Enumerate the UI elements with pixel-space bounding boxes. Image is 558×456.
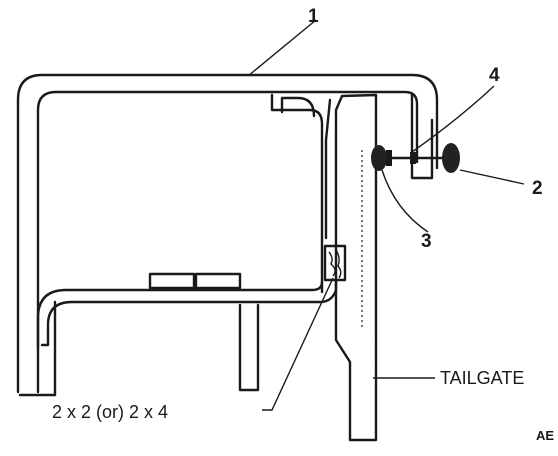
frame-outer-tube [16, 73, 439, 397]
callout-2: 2 [532, 178, 543, 199]
callout-1: 1 [308, 6, 319, 27]
tailgate-label: TAILGATE [440, 368, 524, 388]
frame-right-foot [410, 93, 434, 180]
leader-line-4 [411, 85, 495, 153]
leader-line-1 [247, 19, 317, 77]
inner-bracket-inner [280, 96, 316, 118]
floor-board-left [148, 272, 196, 290]
leader-line-3 [381, 169, 429, 233]
frame-leg-center [238, 303, 260, 392]
figure-code: AE [536, 428, 554, 443]
frame-bottom-tube [36, 278, 338, 350]
callout-3: 3 [421, 231, 432, 252]
tailgate-panel [334, 93, 378, 442]
leader-line-2 [459, 169, 525, 185]
rod-spacer [410, 152, 416, 164]
clamp-knob-right-icon [442, 143, 460, 173]
board-label: 2 x 2 (or) 2 x 4 [52, 402, 168, 422]
callout-4: 4 [489, 65, 500, 86]
clamp-washer [386, 150, 392, 166]
floor-board-right [194, 272, 242, 290]
tailgate-lip [324, 98, 332, 240]
frame-inner-tube [36, 90, 419, 394]
inner-bracket [270, 93, 324, 294]
clamp-knob-left-icon [371, 145, 387, 171]
leader-line-board [262, 277, 334, 411]
